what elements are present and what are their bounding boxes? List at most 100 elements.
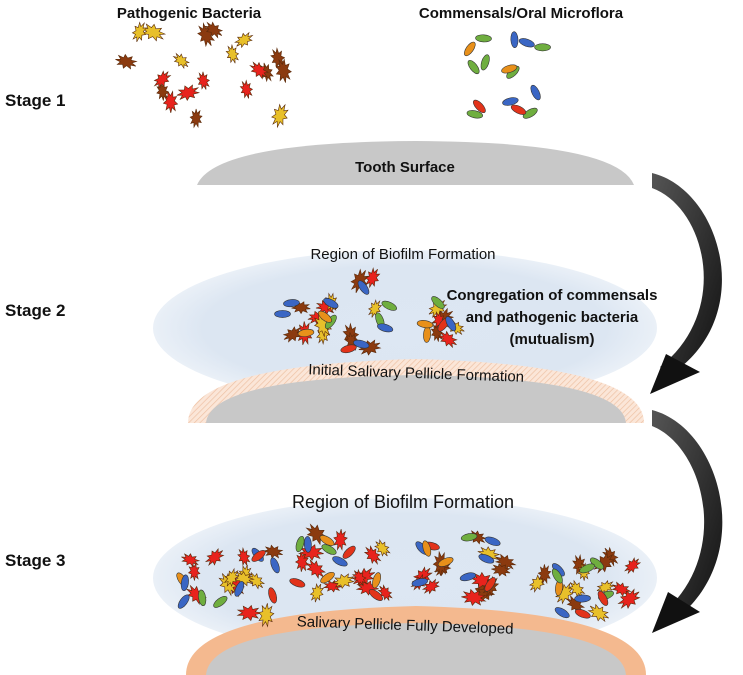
commensal-bacterium-icon	[177, 594, 190, 609]
pathogenic-bacterium-icon	[295, 551, 309, 572]
pathogenic-bacterium-icon	[624, 557, 642, 575]
commensal-bacterium-icon	[522, 107, 538, 119]
pathogenic-bacterium-icon	[565, 594, 586, 614]
commensal-bacterium-icon	[320, 571, 335, 584]
commensal-bacterium-icon	[368, 589, 383, 601]
pathogenic-bacterium-icon	[377, 584, 393, 601]
commensal-bacterium-icon	[437, 557, 454, 567]
commensal-bacterium-icon	[372, 572, 381, 589]
pathogenic-bacterium-icon	[249, 61, 269, 80]
commensal-bacterium-icon	[340, 344, 357, 354]
commensal-bacterium-icon	[502, 97, 519, 106]
pathogenic-bacterium-icon	[176, 84, 201, 101]
commensal-bacterium-icon	[534, 43, 551, 52]
commensal-bacterium-icon	[484, 536, 501, 546]
pathogenic-bacterium-icon	[305, 559, 326, 579]
pathogenic-bacterium-icon	[437, 330, 458, 349]
pathogenic-bacterium-icon	[537, 564, 552, 585]
pathogenic-bacterium-icon	[363, 545, 382, 566]
pathogenic-bacterium-icon	[181, 553, 201, 567]
commensals-header: Commensals/Oral Microflora	[419, 5, 624, 22]
pathogenic-bacterium-icon	[189, 108, 203, 129]
region-biofilm-label-stage3: Region of Biofilm Formation	[292, 492, 514, 512]
congregation-label-line1: Congregation of commensals	[447, 287, 658, 304]
commensal-bacterium-icon	[501, 64, 518, 74]
pathogenic-bacterium-icon	[262, 544, 284, 559]
pathogenic-bacterium-icon	[298, 544, 324, 561]
tooth-surface-stage1	[197, 141, 634, 185]
pathogenic-bacterium-icon	[258, 603, 275, 628]
pathogenic-bacterium-icon	[115, 53, 138, 70]
commensal-bacterium-icon	[332, 556, 348, 567]
commensal-bacterium-icon	[579, 563, 595, 574]
pathogenic-bacterium-icon	[234, 31, 254, 49]
commensal-bacterium-icon	[353, 339, 370, 349]
pathogenic-bacterium-icon	[461, 588, 487, 606]
congregation-label-line2: and pathogenic bacteria	[466, 309, 639, 326]
pathogenic-bacterium-icon	[309, 582, 325, 603]
commensal-bacterium-icon	[473, 99, 486, 114]
pathogenic-bacterium-icon	[223, 567, 240, 587]
tooth-surface-stage3	[206, 623, 626, 675]
pathogenic-bacterium-icon	[333, 529, 348, 551]
curved-arrow-stage2-to-3	[652, 410, 723, 622]
pathogenic-bacterium-icon	[236, 604, 262, 622]
commensal-bacterium-icon	[323, 297, 339, 309]
stage-2-label: Stage 2	[5, 301, 65, 320]
commensal-bacterium-icon	[574, 594, 591, 603]
pathogenic-bacterium-icon	[617, 588, 641, 610]
pathogenic-bacterium-icon	[247, 571, 266, 590]
biofilm-region-stage2	[153, 250, 657, 406]
commensal-bacterium-icon	[213, 595, 228, 608]
pathogenic-bacterium-icon	[196, 71, 211, 90]
commensal-bacterium-icon	[319, 535, 335, 546]
pathogenic-bacterium-icon	[156, 81, 170, 101]
commensal-bacterium-icon	[431, 296, 445, 309]
pathogenic-bacterium-icon	[162, 90, 179, 114]
commensal-bacterium-icon	[467, 59, 480, 75]
commensal-bacterium-icon	[530, 84, 541, 101]
commensal-bacterium-icon	[274, 310, 291, 318]
commensal-bacterium-icon	[464, 41, 476, 57]
commensal-bacterium-icon	[475, 34, 492, 43]
pathogenic-bacterium-icon	[275, 58, 292, 83]
curved-arrow-stage1-to-2	[652, 173, 722, 375]
commensal-bacterium-icon	[411, 578, 428, 587]
commensal-bacterium-icon	[445, 316, 457, 332]
commensal-bacterium-icon	[270, 557, 280, 574]
arrow-head-2	[652, 592, 700, 633]
commensal-bacterium-icon	[510, 31, 519, 48]
bacteria-layer	[115, 21, 642, 628]
commensal-bacterium-icon	[422, 540, 432, 557]
pathogenic-bacterium-icon	[611, 581, 632, 597]
pathogenic-bacterium-icon	[187, 561, 201, 581]
pathogenic-bacterium-icon	[421, 578, 440, 595]
commensal-bacterium-icon	[297, 328, 315, 337]
pathogenic-bacterium-icon	[332, 573, 355, 589]
pathogenic-bacterium-icon	[172, 52, 190, 70]
commensal-bacterium-icon	[480, 54, 490, 71]
commensal-bacterium-icon	[321, 544, 337, 555]
pathogenic-bacterium-icon	[352, 568, 367, 587]
pathogenic-bacterium-icon	[237, 546, 251, 567]
commensal-bacterium-icon	[295, 535, 305, 553]
commensal-bacterium-icon	[416, 320, 434, 329]
commensal-bacterium-icon	[551, 568, 563, 584]
congregation-label-line3: (mutualism)	[509, 331, 594, 348]
commensal-bacterium-icon	[381, 300, 397, 311]
pathogenic-bacterium-icon	[271, 103, 289, 129]
stage-3-label: Stage 3	[5, 551, 65, 570]
commensal-bacterium-icon	[303, 536, 312, 553]
commensal-bacterium-icon	[198, 589, 207, 607]
commensal-bacterium-icon	[342, 545, 356, 559]
pathogenic-bacteria-header: Pathogenic Bacteria	[117, 5, 262, 22]
pathogenic-bacterium-icon	[131, 21, 148, 43]
commensal-bacterium-icon	[574, 609, 591, 619]
commensal-bacterium-icon	[234, 581, 245, 597]
commensal-bacterium-icon	[317, 310, 332, 323]
tooth-surface-label: Tooth Surface	[355, 159, 455, 176]
pathogenic-bacterium-icon	[364, 267, 381, 288]
commensal-bacterium-icon	[459, 572, 476, 582]
commensal-bacterium-icon	[554, 607, 570, 619]
